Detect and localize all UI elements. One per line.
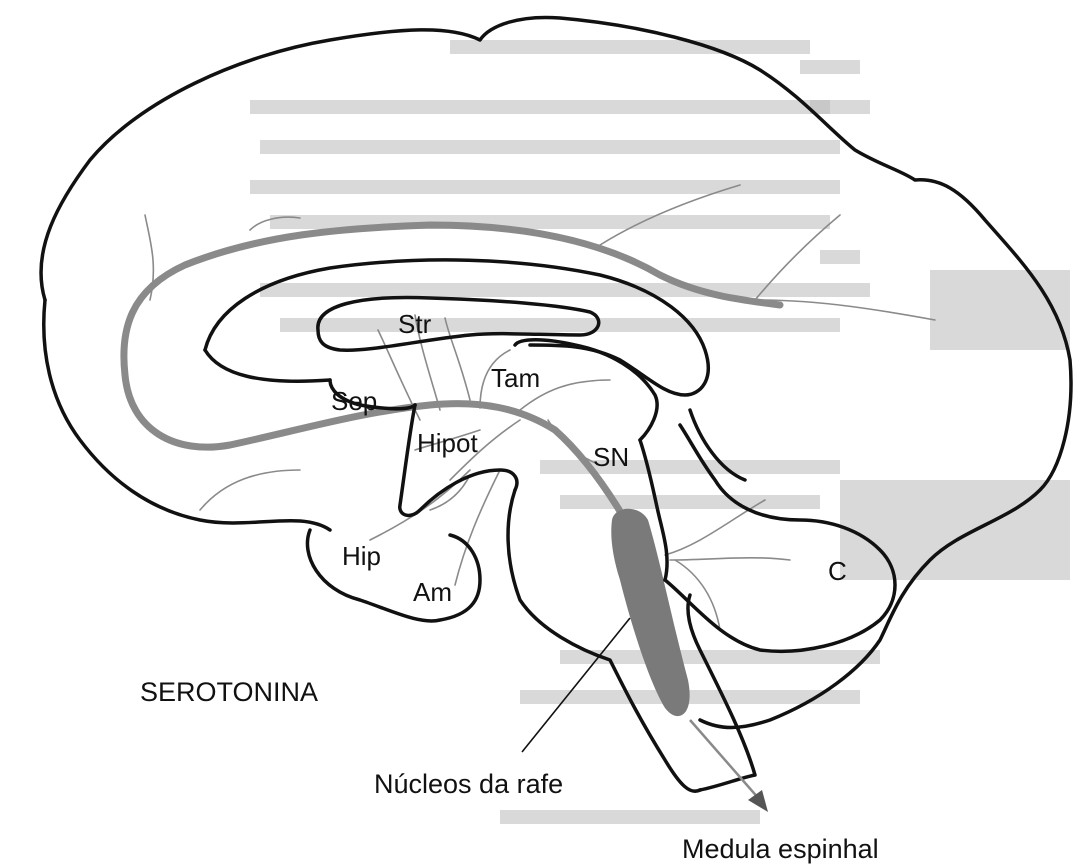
ghost-line — [560, 495, 820, 509]
ghost-line — [260, 283, 870, 297]
spinal-cord-label: Medula espinhal — [682, 834, 879, 864]
cortex-lower-outline — [44, 300, 330, 530]
ghost-line — [500, 810, 760, 824]
diagram-title: SEROTONINA — [140, 677, 318, 707]
label-substantia-nigra: SN — [593, 442, 629, 472]
ghost-line — [800, 60, 860, 74]
ghost-block — [930, 270, 1070, 350]
ghost-line — [250, 100, 830, 114]
label-cerebellum: C — [828, 556, 847, 586]
spinal-arrow — [690, 720, 768, 812]
ghost-line — [280, 318, 840, 332]
branch-cerebellum-2 — [670, 558, 790, 560]
raphe-callout-line — [522, 618, 630, 752]
ghost-line — [560, 650, 880, 664]
ghost-line — [260, 140, 840, 154]
label-hypothalamus: Hipot — [417, 428, 478, 458]
ghost-line — [250, 180, 840, 194]
label-septum: Sep — [331, 386, 377, 416]
hypothalamus-outline — [400, 405, 517, 515]
label-amygdala: Am — [413, 577, 452, 607]
temporal-lobe-outline — [307, 530, 480, 621]
cortex-outline — [41, 17, 1071, 727]
brain-outlines — [41, 17, 1071, 791]
branch-hippocampus — [370, 470, 470, 540]
ghost-line — [450, 40, 810, 54]
label-striatum: Str — [398, 309, 432, 339]
branch-temporal — [200, 470, 300, 510]
region-labels: Str Tam Sep Hipot SN Hip Am C — [331, 309, 847, 607]
spinal-arrow-head — [748, 790, 768, 812]
callosum-lower-outline — [205, 350, 330, 381]
label-hippocampus: Hip — [342, 541, 381, 571]
branch-occipital — [760, 300, 935, 320]
bleed-through-text — [250, 40, 1070, 824]
ghost-line — [820, 250, 860, 264]
serotonin-branches — [145, 185, 935, 630]
raphe-label: Núcleos da rafe — [374, 769, 563, 799]
label-thalamus: Tam — [491, 363, 540, 393]
